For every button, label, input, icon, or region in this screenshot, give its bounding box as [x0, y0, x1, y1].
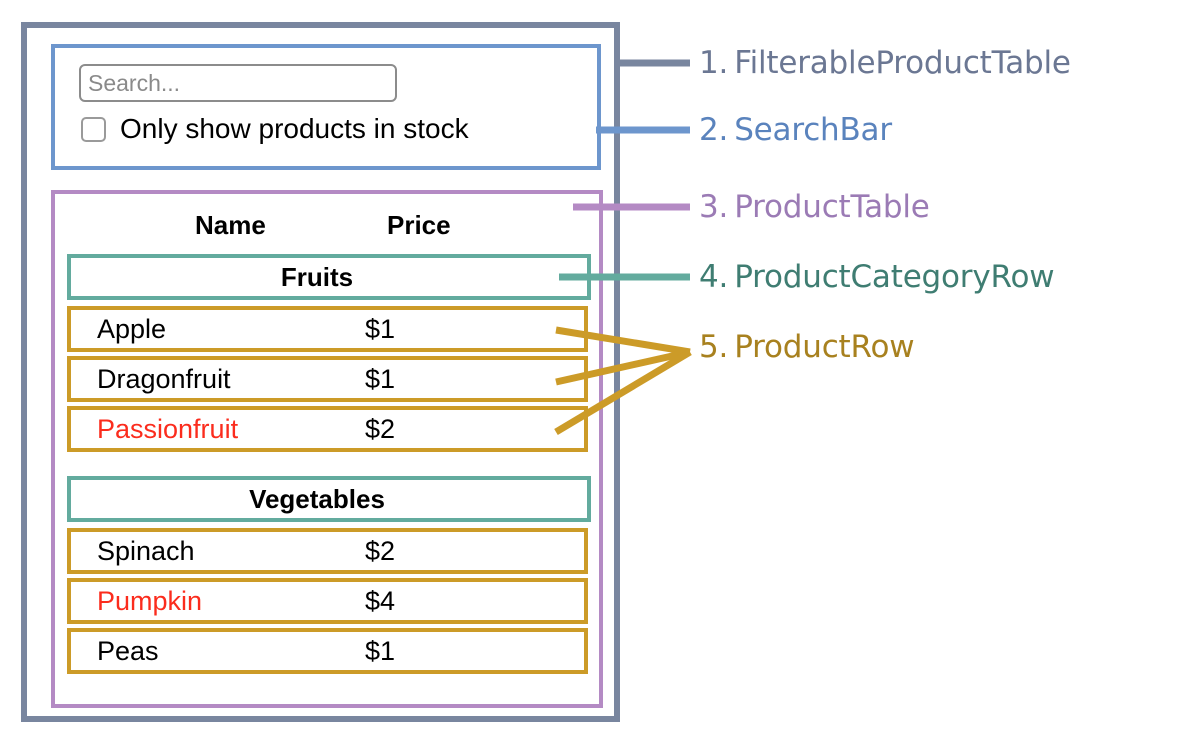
product-row-name: Apple [97, 314, 167, 344]
legend-number: 3. [699, 189, 729, 225]
section-spacer [67, 456, 591, 476]
product-row: Apple $1 [67, 306, 588, 352]
legend-item-product-table: 3.ProductTable [699, 189, 930, 225]
product-category-row: Vegetables [67, 476, 591, 522]
stock-filter-row[interactable]: Only show products in stock [81, 114, 469, 144]
product-row: Dragonfruit $1 [67, 356, 588, 402]
product-row-name: Passionfruit [97, 414, 239, 444]
search-bar: Only show products in stock [51, 44, 601, 170]
legend-text: FilterableProductTable [734, 45, 1071, 81]
legend-text: ProductTable [734, 189, 930, 225]
product-row: Peas $1 [67, 628, 588, 674]
filterable-product-table: Only show products in stock Name Price F… [21, 22, 620, 722]
product-row-price: $2 [365, 536, 396, 566]
legend-number: 5. [699, 329, 729, 365]
legend-item-filterable-product-table: 1.FilterableProductTable [699, 45, 1071, 81]
legend-text: ProductCategoryRow [734, 259, 1055, 295]
legend-text: SearchBar [734, 112, 892, 148]
product-row-name: Dragonfruit [97, 364, 231, 394]
product-row-price: $1 [365, 636, 396, 666]
product-row: Pumpkin $4 [67, 578, 588, 624]
product-row-name: Spinach [97, 536, 195, 566]
legend-item-product-category-row: 4.ProductCategoryRow [699, 259, 1055, 295]
legend-item-product-row: 5.ProductRow [699, 329, 915, 365]
product-row: Passionfruit $2 [67, 406, 588, 452]
product-row-name: Peas [97, 636, 159, 666]
in-stock-checkbox[interactable] [81, 116, 106, 142]
search-input[interactable] [79, 64, 397, 102]
product-table: Name Price Fruits Apple $1 Dragonfruit $… [51, 190, 603, 708]
legend-text: ProductRow [734, 329, 915, 365]
product-row-name: Pumpkin [97, 586, 203, 616]
product-category-row-label: Vegetables [249, 483, 385, 514]
product-row: Spinach $2 [67, 528, 588, 574]
product-category-row-label: Fruits [280, 261, 354, 292]
in-stock-checkbox-label: Only show products in stock [120, 113, 469, 144]
product-row-price: $1 [365, 364, 396, 394]
legend-item-search-bar: 2.SearchBar [699, 112, 892, 148]
legend-number: 1. [699, 45, 729, 81]
product-row-price: $4 [365, 586, 396, 616]
product-table-header: Name Price [55, 204, 599, 246]
legend-number: 2. [699, 112, 729, 148]
product-table-body: Fruits Apple $1 Dragonfruit $1 Passionfr… [67, 254, 591, 678]
product-row-price: $1 [365, 314, 396, 344]
legend-number: 4. [699, 259, 729, 295]
product-row-price: $2 [365, 414, 396, 444]
column-header-name: Name [195, 210, 266, 240]
product-category-row: Fruits [67, 254, 591, 300]
column-header-price: Price [387, 210, 451, 240]
